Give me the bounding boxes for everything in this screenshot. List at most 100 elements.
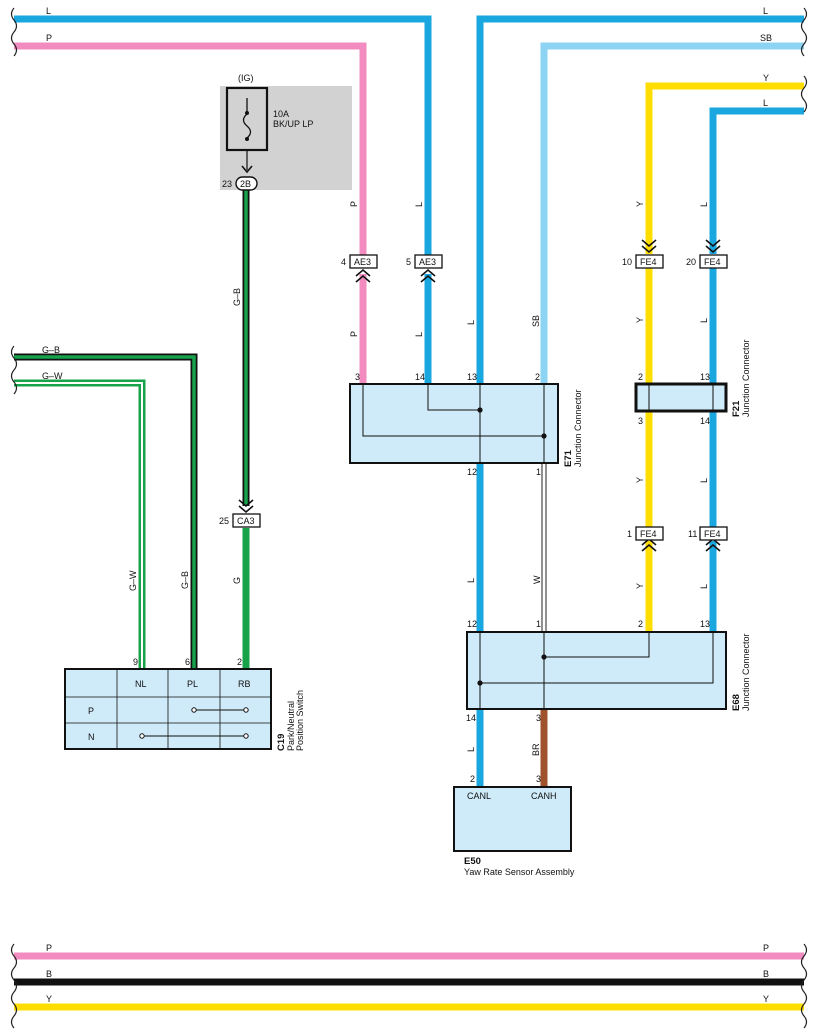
e68-internal-lines — [479, 632, 714, 709]
fuse-code-badge — [235, 176, 258, 191]
yaw-rate-sensor-e50: 2 3 CANL CANH E50 Yaw Rate Sensor Assemb… — [453, 774, 575, 877]
wire-top-sb — [540, 42, 804, 384]
wire-label: L — [414, 202, 424, 207]
wire-label: L — [699, 478, 709, 483]
connector-code-box — [232, 513, 261, 528]
wire-label: Y — [763, 73, 769, 83]
connector-code-box — [635, 526, 664, 541]
connector-code-label: AE3 — [419, 257, 436, 267]
inline-connector-fe4-c: FE4 1 — [627, 526, 664, 552]
wire-label-l-bottom: L — [699, 584, 709, 589]
wire-label: L — [699, 202, 709, 207]
connector-pin-label: 11 — [688, 529, 697, 539]
wire-label: L — [763, 6, 768, 16]
f21-internal-lines — [648, 384, 714, 411]
chevron-down-icon — [238, 499, 254, 514]
park-neutral-switch-c19: 9 6 2 NL PL RB P N C19 Park/Neutral Posi… — [64, 657, 305, 751]
fuse-name-label: BK/UP LP — [273, 119, 313, 129]
c19-pin-label: 2 — [237, 657, 242, 667]
wire-label: L — [46, 6, 51, 16]
connector-code-box — [635, 254, 664, 269]
wire-top-y — [645, 82, 804, 254]
wire-top-l-right — [476, 15, 804, 384]
wire-label: G–B — [232, 288, 242, 306]
e68-pin-label: 14 — [466, 713, 476, 723]
f21-name-label: Junction Connector — [741, 339, 751, 417]
chevron-up-icon — [355, 268, 371, 283]
wires — [14, 15, 804, 1011]
c19-name-label-1: Park/Neutral — [286, 701, 296, 751]
c19-column-label: RB — [238, 679, 251, 689]
inline-connector-ae3-a: AE3 4 — [341, 254, 378, 283]
inline-connector-fe4-d: FE4 11 — [688, 526, 728, 552]
wire-label: Y — [46, 994, 52, 1004]
wire-label: P — [46, 943, 52, 953]
e71-pin-label: 3 — [355, 372, 360, 382]
e50-terminal-label: CANH — [531, 791, 557, 801]
wire-left-gb-outline — [14, 353, 198, 669]
fuse-block: (IG) 10A BK/UP LP 23 2B — [220, 73, 352, 191]
wire-label: P — [763, 943, 769, 953]
inline-connector-ae3-b: AE3 5 — [406, 254, 443, 283]
inline-connector-ca3: CA3 25 — [219, 499, 261, 528]
e71-splice-dot — [477, 407, 483, 413]
connector-code-box — [414, 254, 443, 269]
connector-code-box — [699, 526, 728, 541]
fuse-code-label: 2B — [240, 179, 251, 189]
f21-body — [634, 382, 728, 413]
c19-contact-dots — [139, 707, 249, 739]
chevron-down-icon — [641, 239, 657, 254]
wire-label: P — [349, 331, 359, 337]
wire-left-gw-outline — [14, 379, 146, 669]
wire-label: G–B — [42, 345, 60, 355]
c19-pin-label: 9 — [133, 657, 138, 667]
e68-splice-dot — [477, 680, 483, 686]
c19-column-label: NL — [135, 679, 147, 689]
e71-pin-label: 14 — [415, 372, 425, 382]
f21-pin-label: 13 — [700, 372, 710, 382]
chevron-down-icon — [705, 239, 721, 254]
fuse-icon — [242, 98, 252, 140]
e71-pin-label: 2 — [535, 372, 540, 382]
connector-code-label: FE4 — [704, 529, 721, 539]
inline-connector-fe4-b: FE4 20 — [686, 239, 728, 269]
connector-pin-label: 4 — [341, 257, 346, 267]
e50-terminal-label: CANL — [467, 791, 491, 801]
break-mark-right-y — [800, 75, 808, 113]
wire-left-gb — [14, 355, 196, 669]
wire-left-gw — [14, 382, 143, 669]
fuse-pin-label: 23 — [222, 179, 232, 189]
c19-column-label: PL — [187, 679, 198, 689]
e50-id-label: E50 — [464, 856, 481, 867]
fuse-source-label: (IG) — [238, 73, 254, 83]
connector-code-label: AE3 — [354, 257, 371, 267]
e68-id-label: E68 — [731, 694, 742, 711]
break-mark-right-bottom — [800, 943, 808, 1029]
connector-code-label: FE4 — [640, 529, 657, 539]
fuse-pin-dot — [245, 111, 249, 115]
e68-pin-label: 13 — [700, 619, 710, 629]
e50-body — [453, 786, 572, 852]
break-mark-right-top — [800, 7, 808, 57]
wire-label: BR — [531, 743, 541, 756]
junction-connector-f21: 2 13 3 14 F21 Junction Connector — [634, 339, 751, 426]
connector-pin-label: 20 — [686, 257, 696, 267]
connector-pin-label: 1 — [627, 529, 632, 539]
fuse-rating-label: 10A — [273, 109, 289, 119]
fuse-box-shade — [220, 86, 352, 190]
connector-code-label: CA3 — [237, 516, 255, 526]
e68-pin-label: 12 — [467, 619, 477, 629]
wire-label: Y — [635, 317, 645, 323]
break-mark-left-mid — [10, 345, 18, 395]
inline-connector-fe4-a: FE4 10 — [622, 239, 664, 269]
e71-id-label: E71 — [563, 449, 574, 467]
e68-body — [466, 631, 727, 710]
f21-pin-label: 2 — [638, 372, 643, 382]
connector-pin-label: 25 — [219, 516, 229, 526]
e68-pin-label: 3 — [536, 713, 541, 723]
e50-pin-label: 3 — [536, 774, 541, 784]
e50-name-label: Yaw Rate Sensor Assembly — [464, 867, 575, 877]
fuse-arrow-icon — [241, 165, 253, 174]
